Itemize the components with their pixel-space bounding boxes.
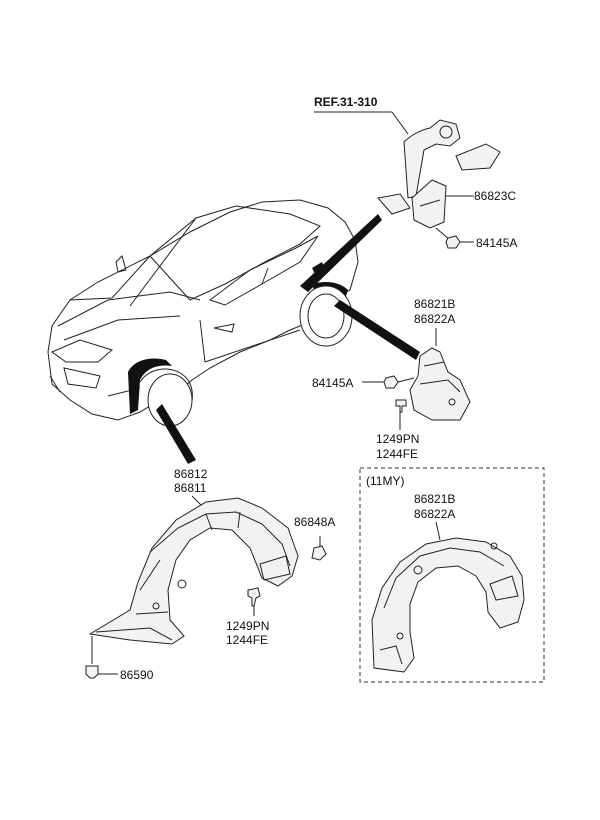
pointer-wedge-low: [156, 404, 196, 464]
car-illustration: [47, 199, 359, 427]
part-label-86821B-mid: 86821B: [414, 297, 455, 311]
variant-box: [359, 467, 545, 683]
part-label-84145A-mid: 84145A: [312, 376, 353, 390]
part-label-1244FE-mid: 1244FE: [376, 447, 418, 461]
part-label-86822A-mid: 86822A: [414, 312, 455, 326]
part-label-86822A-box: 86822A: [414, 507, 455, 521]
pointer-wedge-top: [300, 214, 382, 292]
part-label-86590: 86590: [120, 668, 154, 682]
pointer-wedge-mid: [334, 300, 420, 360]
part-label-86823C: 86823C: [474, 189, 516, 203]
part-label-84145A-top: 84145A: [476, 236, 517, 250]
screw-icon: [247, 587, 261, 607]
reference-label: REF.31-310: [314, 95, 378, 109]
part-label-86811: 86811: [174, 481, 207, 495]
screw-icon: [85, 665, 99, 679]
nut-icon: [383, 375, 399, 389]
rear-wheel-liner-11my: [371, 537, 525, 673]
part-label-1244FE-low: 1244FE: [226, 633, 268, 647]
part-label-86848A: 86848A: [294, 515, 335, 529]
nut-icon: [445, 235, 461, 249]
part-label-86812: 86812: [174, 467, 208, 481]
variant-box-label: (11MY): [366, 474, 404, 488]
part-label-1249PN-mid: 1249PN: [376, 432, 419, 446]
part-label-86821B-box: 86821B: [414, 492, 455, 506]
clip-icon: [311, 545, 327, 561]
front-wheel-liner: [88, 497, 299, 645]
part-label-1249PN-low: 1249PN: [226, 619, 269, 633]
rear-liner-bracket: [409, 347, 471, 421]
fuel-filler-assembly: [377, 119, 501, 229]
screw-icon: [395, 399, 407, 413]
